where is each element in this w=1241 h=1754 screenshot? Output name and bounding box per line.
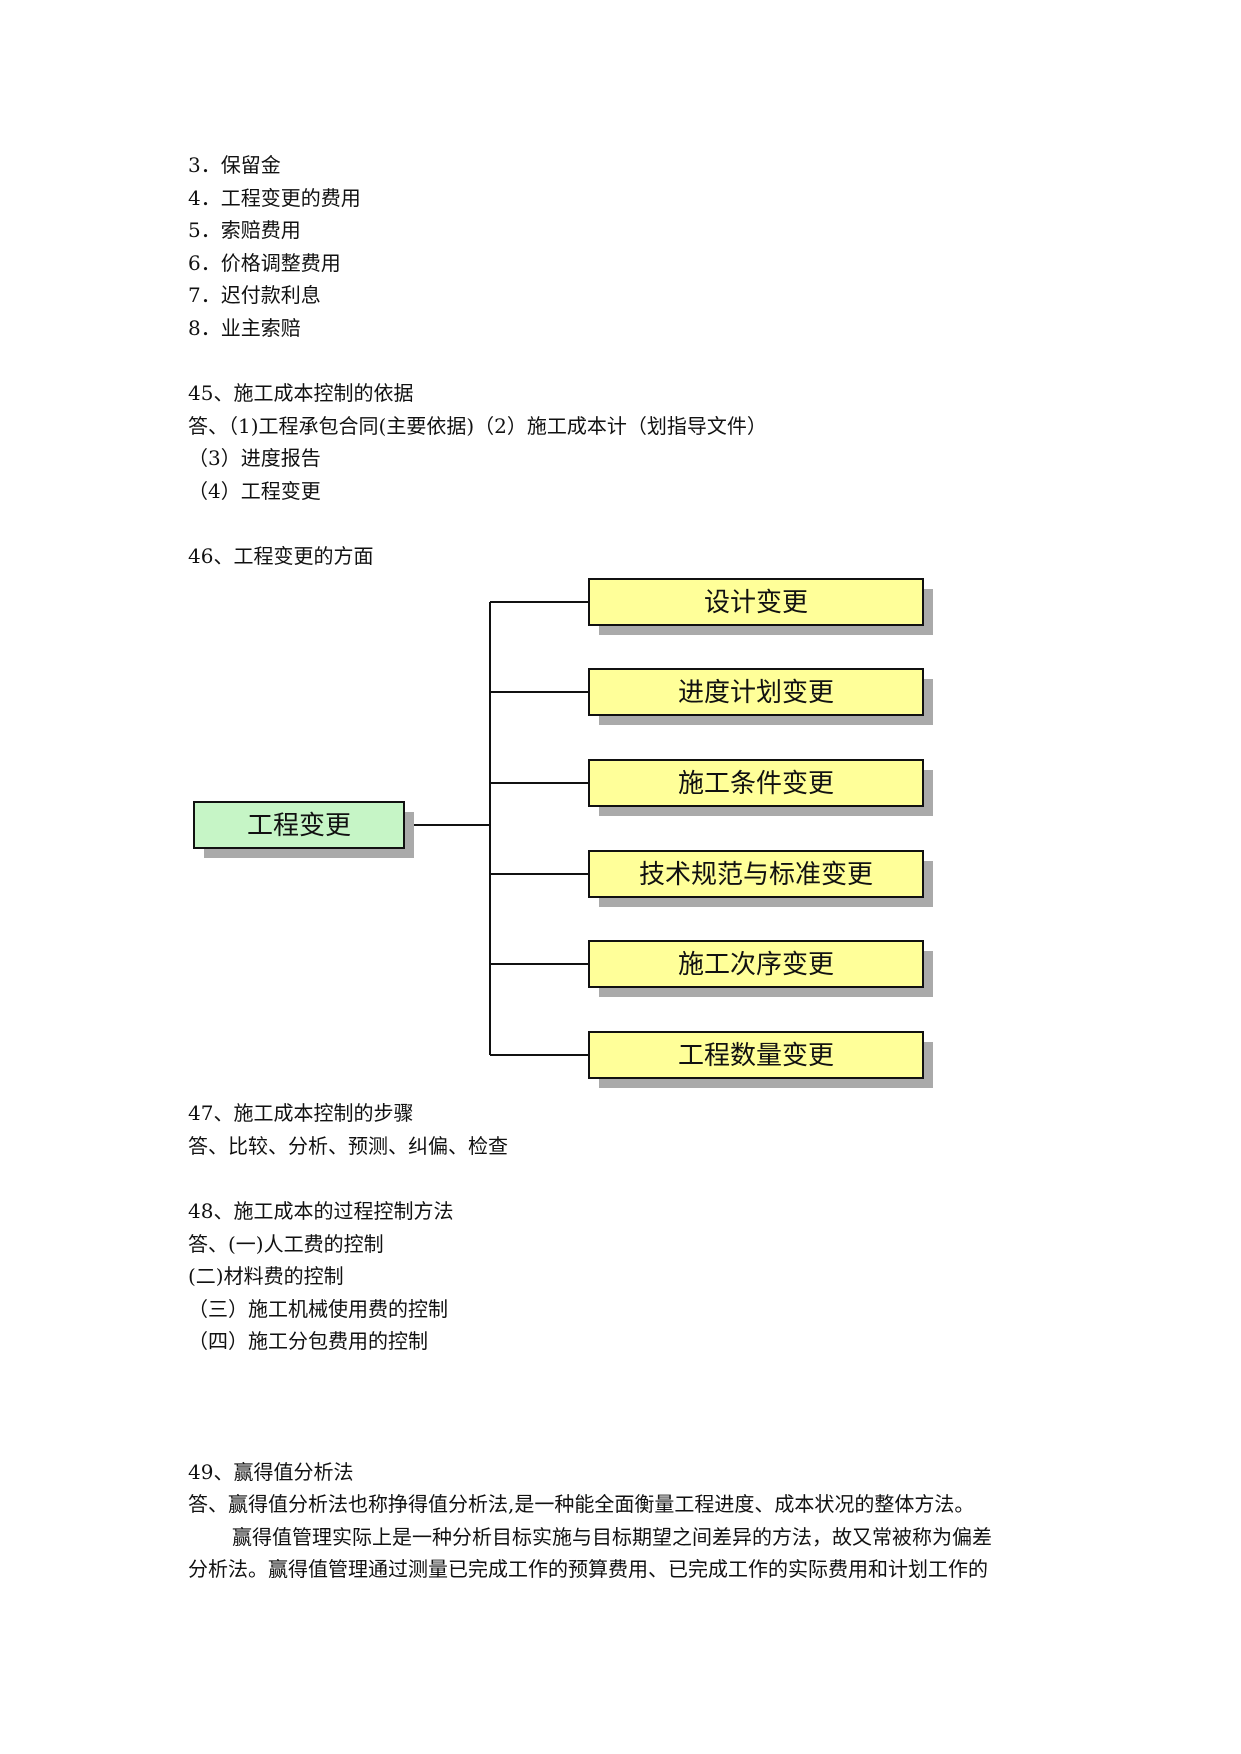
child-node-5-label: 施工次序变更 — [678, 950, 834, 980]
root-node-box — [193, 801, 405, 849]
diagram-connectors — [404, 601, 589, 1056]
list-item-8: 8．业主索赔 — [188, 316, 301, 340]
child-node-3-box — [588, 759, 924, 807]
child-node-1-box — [588, 578, 924, 626]
list-item-6: 6．价格调整费用 — [188, 251, 341, 275]
q49-answer-line-2: 赢得值管理实际上是一种分析目标实施与目标期望之间差异的方法，故又常被称为偏差 — [232, 1525, 992, 1549]
root-node-label: 工程变更 — [247, 811, 351, 841]
list-item-3: 3．保留金 — [188, 153, 281, 177]
q47-title: 47、施工成本控制的步骤 — [188, 1101, 414, 1125]
q48-title: 48、施工成本的过程控制方法 — [188, 1199, 454, 1223]
q49-answer-line-3: 分析法。赢得值管理通过测量已完成工作的预算费用、已完成工作的实际费用和计划工作的 — [188, 1557, 988, 1581]
q48-answer-line-4: （四）施工分包费用的控制 — [188, 1329, 428, 1353]
q48-answer-line-1: 答、(一)人工费的控制 — [188, 1232, 384, 1256]
q45-title: 45、施工成本控制的依据 — [188, 381, 414, 405]
child-node-4-label: 技术规范与标准变更 — [639, 860, 873, 890]
list-item-5: 5．索赔费用 — [188, 218, 301, 242]
list-item-4: 4．工程变更的费用 — [188, 186, 361, 210]
child-node-4: 技术规范与标准变更 — [588, 850, 933, 907]
child-node-6: 工程数量变更 — [588, 1031, 933, 1088]
child-node-5-box — [588, 940, 924, 988]
child-node-4-box — [588, 850, 924, 898]
child-node-6-box — [588, 1031, 924, 1079]
child-node-2: 进度计划变更 — [588, 668, 933, 725]
root-node: 工程变更 — [193, 801, 414, 858]
child-node-2-box — [588, 668, 924, 716]
list-item-7: 7．迟付款利息 — [188, 283, 321, 307]
q46-title: 46、工程变更的方面 — [188, 544, 374, 568]
q45-answer-line-1: 答、（1)工程承包合同(主要依据)（2）施工成本计（划指导文件） — [188, 414, 767, 438]
child-node-5: 施工次序变更 — [588, 940, 933, 997]
q48-answer-line-3: （三）施工机械使用费的控制 — [188, 1297, 448, 1321]
q47-answer-line-1: 答、比较、分析、预测、纠偏、检查 — [188, 1134, 508, 1158]
child-node-3: 施工条件变更 — [588, 759, 933, 816]
child-node-3-label: 施工条件变更 — [678, 769, 834, 799]
q49-answer-line-1: 答、赢得值分析法也称挣得值分析法,是一种能全面衡量工程进度、成本状况的整体方法。 — [188, 1492, 975, 1516]
q45-answer-line-3: （4）工程变更 — [188, 479, 321, 503]
child-node-2-label: 进度计划变更 — [678, 678, 834, 708]
child-node-1-label: 设计变更 — [704, 588, 808, 618]
q49-title: 49、赢得值分析法 — [188, 1460, 354, 1484]
child-node-1: 设计变更 — [588, 578, 933, 635]
child-node-6-label: 工程数量变更 — [678, 1041, 834, 1071]
q48-answer-line-2: (二)材料费的控制 — [188, 1264, 344, 1288]
q45-answer-line-2: （3）进度报告 — [188, 446, 321, 470]
